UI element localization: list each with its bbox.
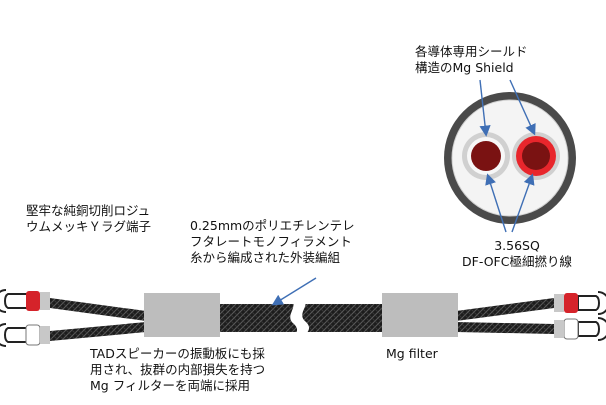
tad-filter-label: TADスピーカーの振動板にも採 用され、抜群の内部損失を持つ Mg フィルターを… [90, 346, 266, 393]
braid-label: 0.25mmのポリエチレンテレ フタレートモノフィラメント 糸から編成された外装… [190, 218, 355, 265]
lug-label: 堅牢な純銅切削ロジュ ウムメッキＹラグ端子 [26, 203, 152, 234]
left-top-lug [0, 289, 50, 313]
arrow-shield-left [479, 79, 491, 137]
mg-filter-label: Mg filter [386, 346, 438, 361]
braided-leads [50, 298, 554, 341]
shield-label: 各導体専用シールド 構造のMg Shield [415, 44, 528, 75]
arrow-shield-right [509, 79, 536, 136]
left-mg-filter [144, 293, 220, 337]
conductor-label: 3.56SQ DF-OFC極細撚り線 [462, 238, 572, 269]
left-conductor [462, 132, 510, 180]
right-top-lug [554, 291, 606, 315]
right-conductor [512, 132, 560, 180]
cable-cross-section [444, 92, 576, 224]
right-mg-filter [382, 293, 458, 337]
arrow-braid [271, 277, 317, 306]
arrow-conductor-left [485, 173, 507, 233]
annotation-arrows [271, 79, 536, 306]
main-braid [218, 300, 386, 336]
arrow-conductor-right [511, 173, 535, 233]
left-bottom-lug [0, 323, 50, 347]
right-bottom-lug [554, 317, 606, 341]
